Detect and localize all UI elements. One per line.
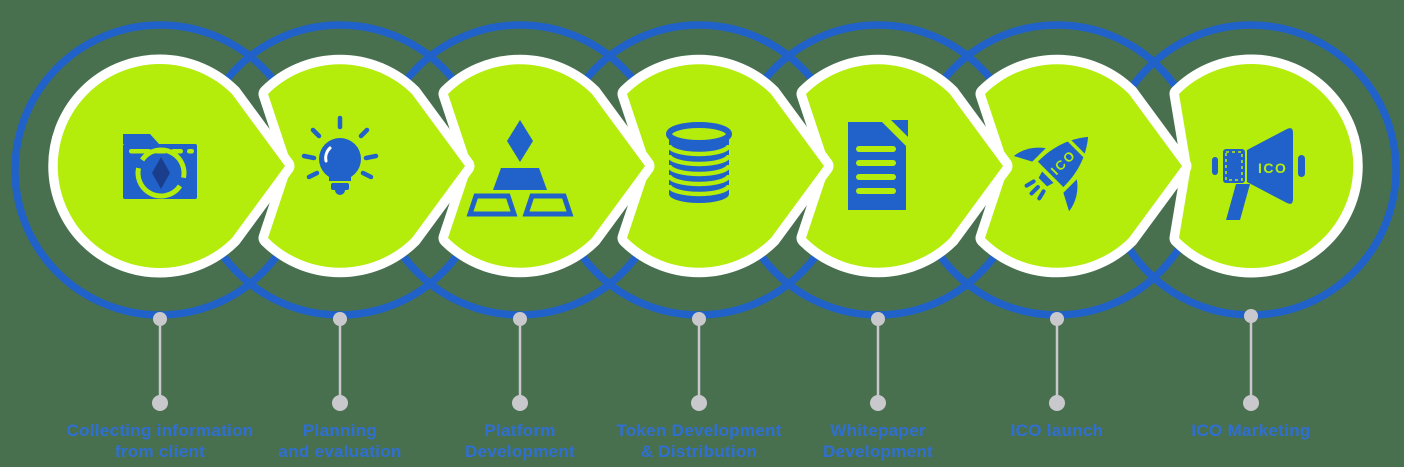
connector [1243, 309, 1259, 411]
connector [870, 312, 886, 411]
connector [1049, 312, 1065, 411]
step-label-whitepaper-development: Whitepaper Development [748, 420, 1008, 462]
document-icon [848, 120, 908, 210]
connector-dot [870, 395, 886, 411]
step-label-token-development: Token Development & Distribution [569, 420, 829, 462]
label-line: Collecting information [66, 421, 254, 440]
label-line: and evaluation [278, 442, 402, 461]
connector-dot [1244, 309, 1258, 323]
step-label-planning-evaluation: Planning and evaluation [210, 420, 470, 462]
label-line: Whitepaper [830, 421, 926, 440]
connector-dot [153, 312, 167, 326]
rocket-exhaust [1024, 179, 1046, 201]
label-line: Development [822, 442, 934, 461]
folder-coin-icon [123, 134, 197, 199]
step-label-ico-marketing: ICO Marketing [1121, 420, 1381, 441]
label-line: Planning [302, 421, 378, 440]
connector [691, 312, 707, 411]
connector-dot [692, 312, 706, 326]
connector-dot [1243, 395, 1259, 411]
connector [152, 312, 168, 411]
coin-stack-ridges [666, 144, 732, 197]
rocket-icon: ICO [1013, 136, 1089, 212]
label-line: Development [464, 442, 576, 461]
connector-dot [512, 395, 528, 411]
megaphone-icon: ICO [1212, 128, 1305, 220]
connector-dot [1050, 312, 1064, 326]
gold-bars-icon [466, 120, 574, 217]
step-circle-3 [438, 54, 655, 278]
connector-dot [152, 395, 168, 411]
coin-stack-icon [666, 122, 732, 203]
connector-dot [513, 312, 527, 326]
connectors [152, 309, 1259, 411]
step-circle-6 [975, 54, 1192, 278]
connector-dot [691, 395, 707, 411]
label-line: & Distribution [640, 442, 758, 461]
connector-dot [332, 395, 348, 411]
label-line: ICO Marketing [1191, 421, 1311, 440]
connector-dot [333, 312, 347, 326]
connector-dot [871, 312, 885, 326]
label-line: Token Development [616, 421, 782, 440]
label-line: ICO launch [1010, 421, 1104, 440]
lightbulb-icon [301, 115, 379, 195]
step-label-collecting-information: Collecting information from client [30, 420, 290, 462]
step-label-ico-launch: ICO launch [927, 420, 1187, 441]
lightbulb-rays [301, 115, 379, 180]
step-label-platform-development: Platform Development [390, 420, 650, 462]
connector [512, 312, 528, 411]
label-line: Platform [484, 421, 556, 440]
megaphone-ico-text: ICO [1258, 160, 1287, 176]
label-line: from client [114, 442, 206, 461]
step-icons: ICO ICO [123, 115, 1305, 220]
step-circle-2 [258, 54, 475, 278]
connector [332, 312, 348, 411]
connector-dot [1049, 395, 1065, 411]
